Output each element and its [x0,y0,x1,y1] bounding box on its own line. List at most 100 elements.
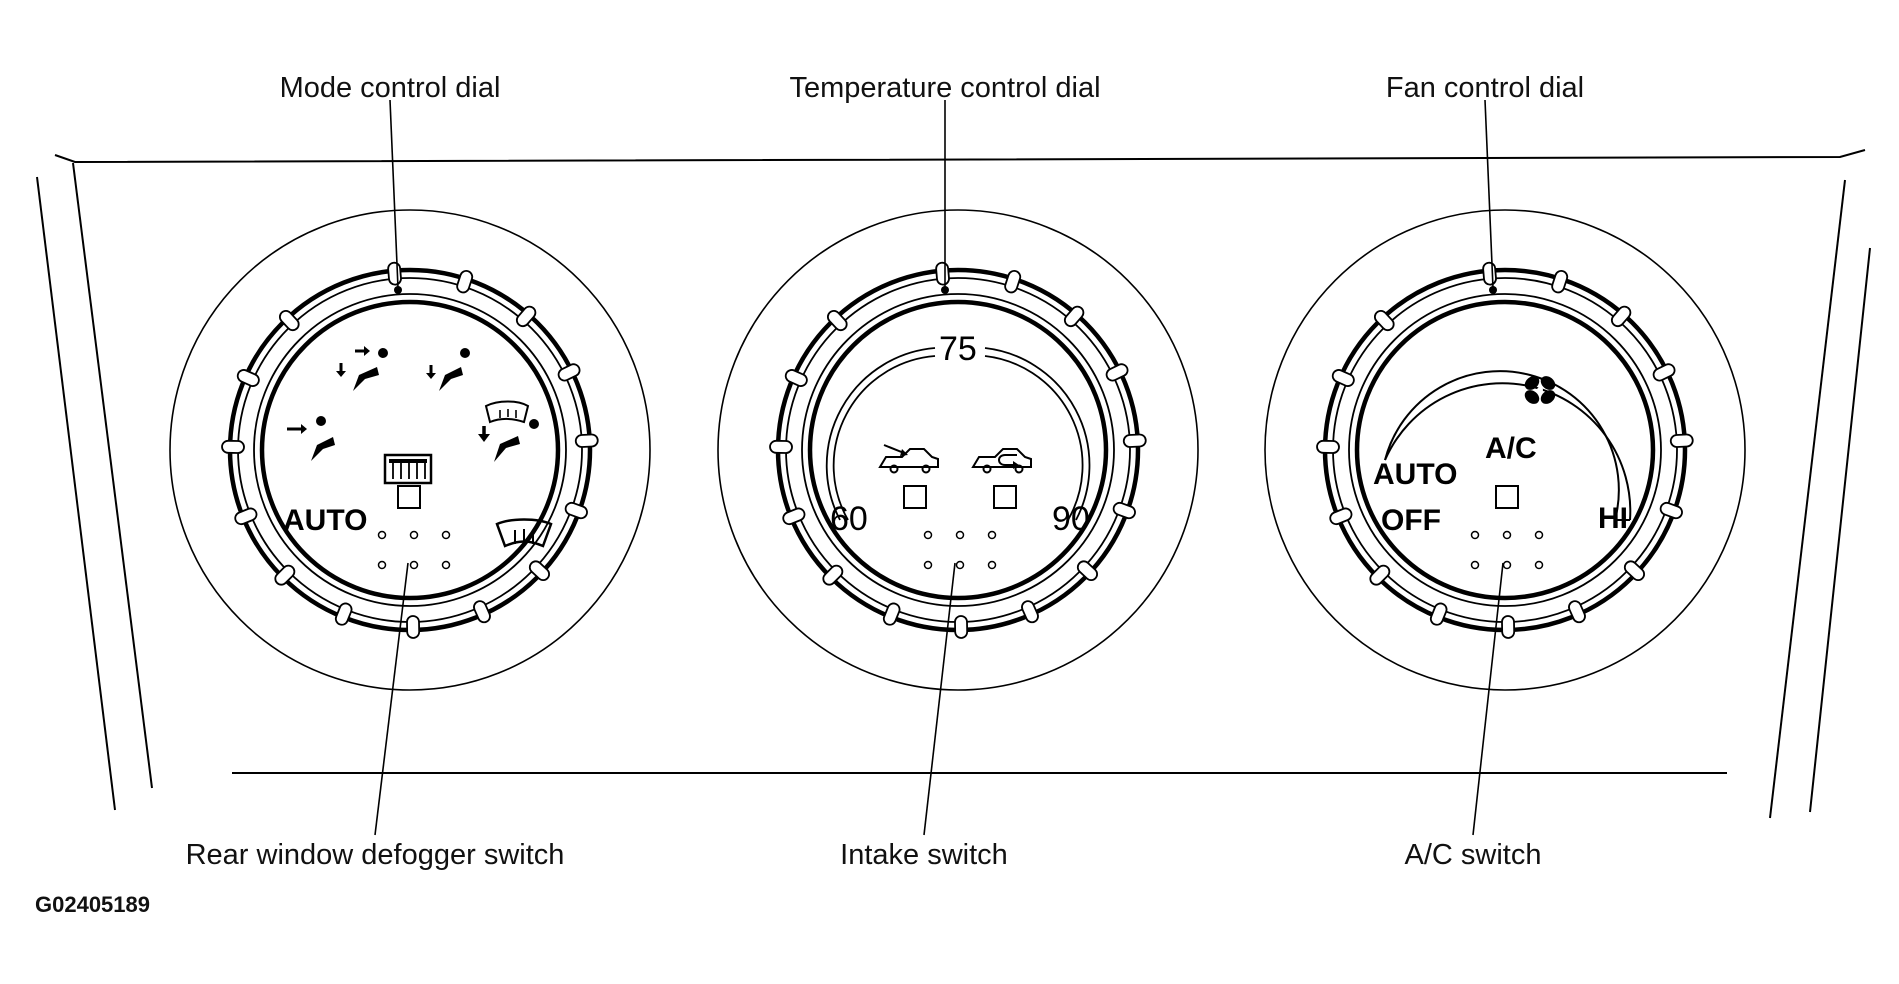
led-dot [409,530,419,540]
panel-outline [36,149,1871,819]
defrost-icon [495,518,553,548]
fresh-air-intake-icon [878,444,939,474]
fan-dial-indicator [1489,286,1497,294]
dial-knurl-bump [515,305,537,328]
dial-knurl-bump [1122,433,1147,448]
led-dot [441,530,451,540]
dial-knurl-bump [574,433,599,448]
dial-knurl-bump [1076,560,1099,582]
temp-dial-indicator [941,286,949,294]
dial-knurl-bump [236,369,260,387]
rear-defogger-callout: Rear window defogger switch [186,839,565,871]
fan-icon [1524,376,1556,404]
led-dot [955,560,965,570]
temp-dial-face: 75 60 90 [830,330,1090,570]
led-dot [377,560,387,570]
mode-control-dial[interactable] [169,209,651,691]
temp-max-label: 90 [1052,500,1090,538]
dial-knurl-bump [557,363,581,382]
dial-knurl-bump [784,369,808,387]
fan-led-dots [1470,530,1544,570]
dial-knurl-bump [274,564,296,586]
dial-knurl-bump [826,309,848,332]
led-dot [1534,560,1544,570]
dial-knurl-bump [278,309,300,332]
fan-dial-callout: Fan control dial [1386,72,1584,104]
fan-ac-label: A/C [1485,432,1537,465]
led-dot [923,560,933,570]
dial-knurl-bump [1669,433,1694,448]
led-dot [987,530,997,540]
dial-knurl-bump [406,615,421,639]
temp-mid-label: 75 [939,330,977,368]
dial-knurl-bump [473,600,491,624]
dial-knurl-bump [1004,270,1022,294]
mode-dial-face: AUTO [283,346,553,570]
temperature-control-dial[interactable] [717,209,1199,691]
led-dot [1470,560,1480,570]
fan-auto-label: AUTO [1373,458,1457,491]
led-dot [923,530,933,540]
led-dot [1502,560,1512,570]
callout-labels: Mode control dial Temperature control di… [35,72,1584,917]
mode-led-dots [377,530,451,570]
bilevel-icon [336,346,388,391]
foot-defrost-icon [478,400,539,462]
dial-knurl-bump [1105,363,1129,382]
dial-knurl-bump [1568,600,1586,624]
dial-knurl-bump [822,564,844,586]
dial-knurl-bump [1482,261,1497,286]
dial-knurl-bump [1316,439,1340,454]
dial-knurl-bump [221,439,245,454]
temp-dial-callout: Temperature control dial [789,72,1100,104]
dial-knurl-bump [456,270,474,294]
recirculate-switch-button[interactable] [993,485,1017,509]
mode-dial-callout: Mode control dial [280,72,501,104]
dial-knurl-bump [1112,501,1136,520]
led-dot [377,530,387,540]
fan-control-dial[interactable] [1264,209,1746,691]
led-dot [409,560,419,570]
fan-hi-label: HI [1598,502,1628,535]
dial-knurl-bump [769,439,793,454]
dial-knurl-bump [1329,507,1353,526]
led-dot [987,560,997,570]
dial-knurl-bump [1373,309,1395,332]
dial-knurl-bump [564,501,588,520]
dial-knurl-bump [387,261,402,286]
dial-knurl-bump [334,602,353,626]
dial-knurl-bump [1429,602,1448,626]
rear-defogger-switch-button[interactable] [397,485,421,509]
recirculate-intake-icon [971,448,1032,474]
fan-off-label: OFF [1381,504,1441,537]
figure-id: G02405189 [35,892,150,917]
led-dot [1470,530,1480,540]
led-dot [955,530,965,540]
fan-dial-face: AUTO OFF A/C HI [1373,376,1628,570]
mode-dial-indicator [394,286,402,294]
vent-face-icon [287,416,335,461]
dial-knurl-bump [234,507,258,526]
dial-knurl-bump [935,261,950,286]
dial-knurl-bump [1610,305,1632,328]
dial-knurl-bump [1331,369,1355,387]
dial-knurl-bump [1021,600,1039,624]
dial-knurl-bump [782,507,806,526]
rear-defogger-icon [383,453,433,485]
dial-knurl-bump [954,615,969,639]
leader-lines [374,99,1504,836]
fresh-air-switch-button[interactable] [903,485,927,509]
dial-knurl-bump [1501,615,1516,639]
dial-knurl-bump [528,560,551,582]
temp-min-label: 60 [830,500,868,538]
dial-knurl-bump [1551,270,1569,294]
led-dot [1534,530,1544,540]
dial-knurl-bump [1623,560,1646,582]
temp-led-dots [923,530,997,570]
ac-switch-button[interactable] [1495,485,1519,509]
dial-knurl-bump [1369,564,1391,586]
dial-knurl-bump [1063,305,1085,328]
intake-callout: Intake switch [840,839,1008,871]
